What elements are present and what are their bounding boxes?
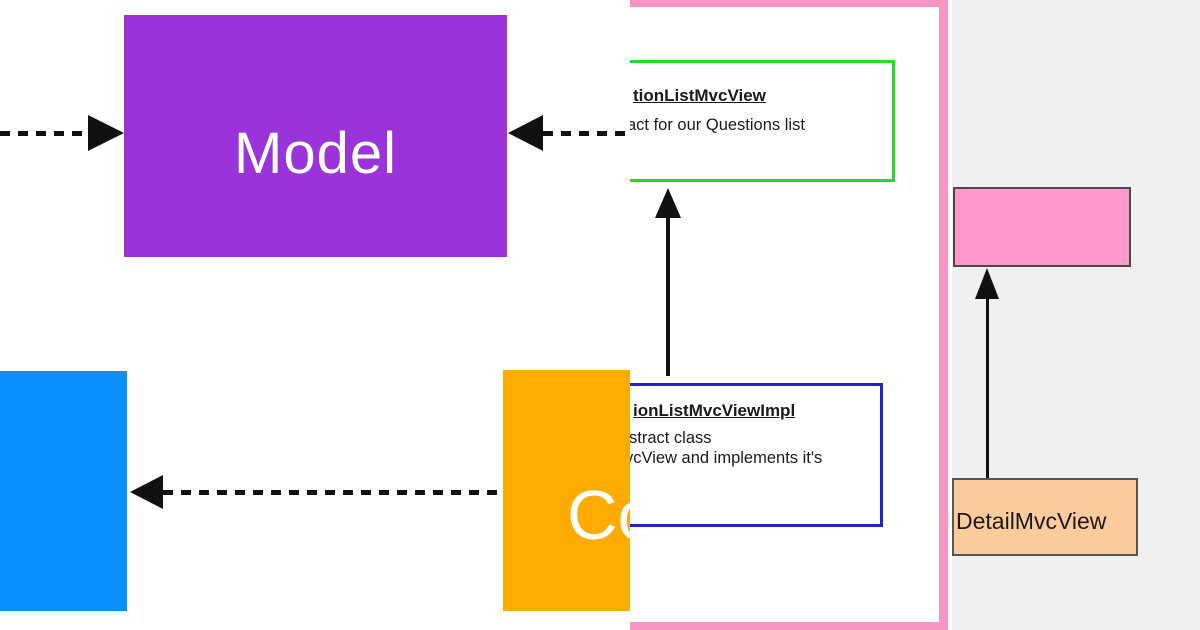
mvc-view-interface-box [630,60,895,182]
inheritance-arrow-line [986,297,989,478]
controller-box: Co [503,370,630,611]
mvc-view-interface-description: act for our Questions list [630,116,805,134]
mvc-view-impl-description-2: vcView and implements it's [630,449,823,467]
inheritance-arrow-line [666,215,670,376]
dashed-line-left-to-model [0,131,88,136]
mvc-view-impl-box [630,383,883,527]
view-contract-card: tionListMvcView act for our Questions li… [630,0,948,630]
detail-contract-box [953,187,1131,267]
detail-mvc-view-label: DetailMvcView [956,507,1107,534]
dashed-line-controller-to-view [163,490,504,495]
controller-label: Co [567,476,630,554]
mvc-view-impl-title: ionListMvcViewImpl [633,401,796,420]
detail-view-panel: DetailMvcView [952,0,1200,630]
arrowhead-right-icon [88,115,124,151]
detail-mvc-view-box: DetailMvcView [952,478,1138,556]
arrowhead-left-icon [130,475,163,509]
mvc-view-interface-title: tionListMvcView [633,86,766,105]
model-label: Model [234,120,397,186]
mvc-view-impl-description-1: stract class [630,429,712,447]
arrowhead-up-icon [975,268,999,299]
arrowhead-up-icon [655,188,681,218]
dashed-line-right-to-model [543,131,633,136]
view-box [0,371,127,611]
arrowhead-left-icon [508,115,543,151]
model-box: Model [124,15,507,257]
